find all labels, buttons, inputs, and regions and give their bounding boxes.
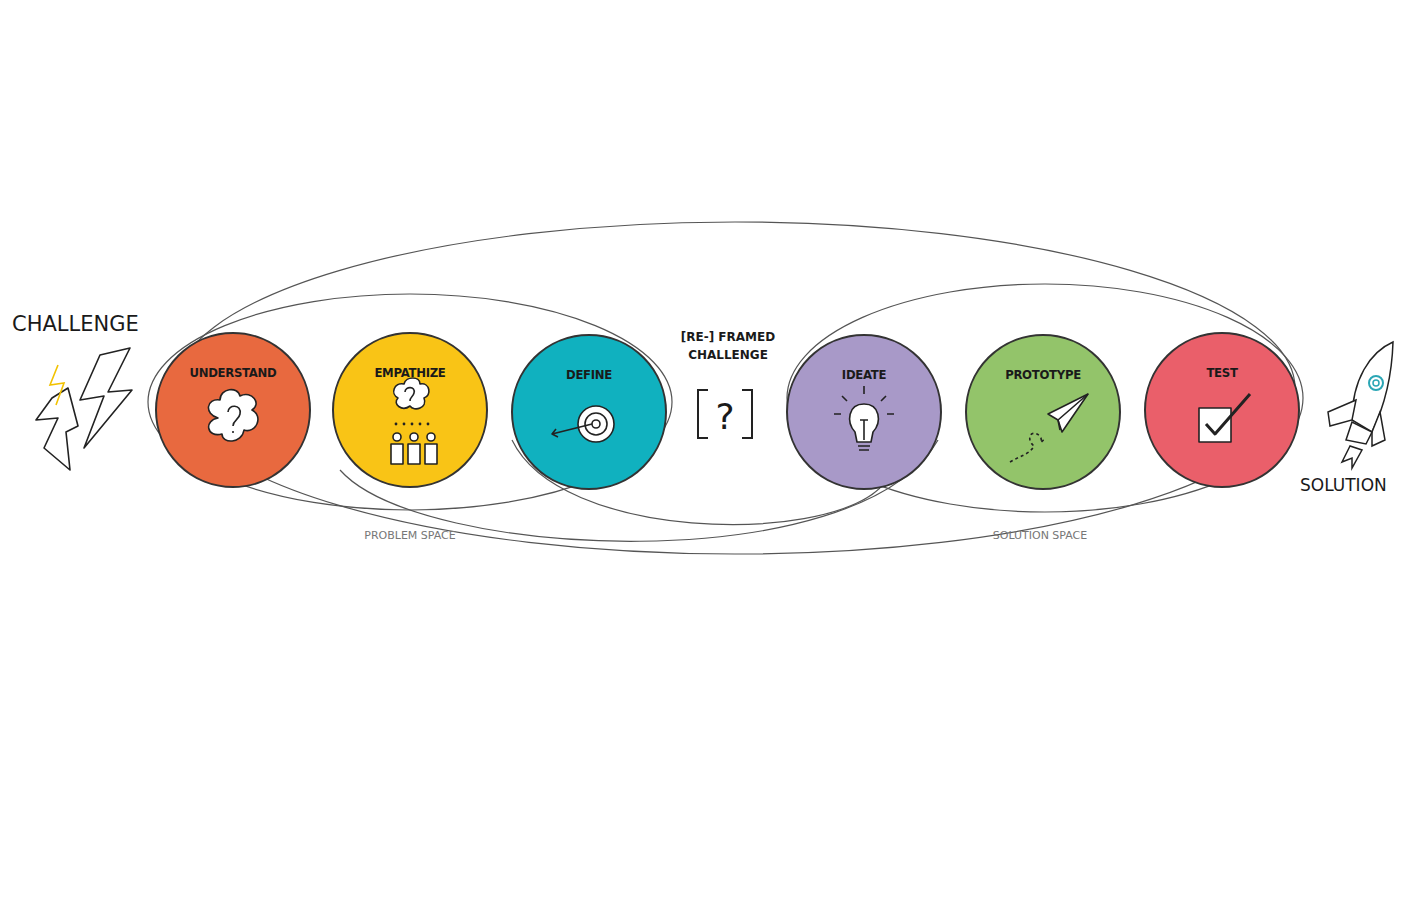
stage-title: DEFINE <box>513 368 665 382</box>
lightning-icon <box>36 348 132 470</box>
challenge-label: CHALLENGE <box>12 312 139 336</box>
solution-loop <box>787 284 1303 512</box>
lightbulb-icon <box>834 386 894 450</box>
rocket-icon <box>1328 342 1393 468</box>
prototype-circle: PROTOTYPE <box>965 334 1121 490</box>
thought-cloud <box>208 390 257 441</box>
thought-cloud <box>394 378 429 409</box>
question-mark-label: ? <box>715 390 735 444</box>
stage-title: UNDERSTAND <box>157 366 309 380</box>
stage-title: PROTOTYPE <box>967 368 1119 382</box>
stage-title: IDEATE <box>788 368 940 382</box>
spark <box>50 365 64 405</box>
space-label: SOLUTION SPACE <box>990 528 1090 545</box>
reframed-label: [RE-] FRAMED CHALLENGE <box>668 328 788 364</box>
space-label: PROBLEM SPACE <box>360 528 460 545</box>
test-circle: TEST <box>1144 332 1300 488</box>
people <box>391 433 437 464</box>
define-circle: DEFINE <box>511 334 667 490</box>
stage-title: EMPATHIZE <box>334 366 486 380</box>
understand-circle: UNDERSTAND <box>155 332 311 488</box>
ideate-circle: IDEATE <box>786 334 942 490</box>
paper-plane-icon <box>1010 394 1088 462</box>
solution-label: SOLUTION <box>1300 475 1387 495</box>
stage-title: TEST <box>1146 366 1298 380</box>
target-icon <box>552 406 614 442</box>
empathize-circle: EMPATHIZE <box>332 332 488 488</box>
outer-loop <box>175 222 1295 554</box>
question-mark <box>228 406 240 433</box>
checkbox-icon <box>1199 394 1250 442</box>
question-mark <box>405 388 414 401</box>
dots <box>395 423 430 426</box>
problem-loop <box>148 294 672 510</box>
